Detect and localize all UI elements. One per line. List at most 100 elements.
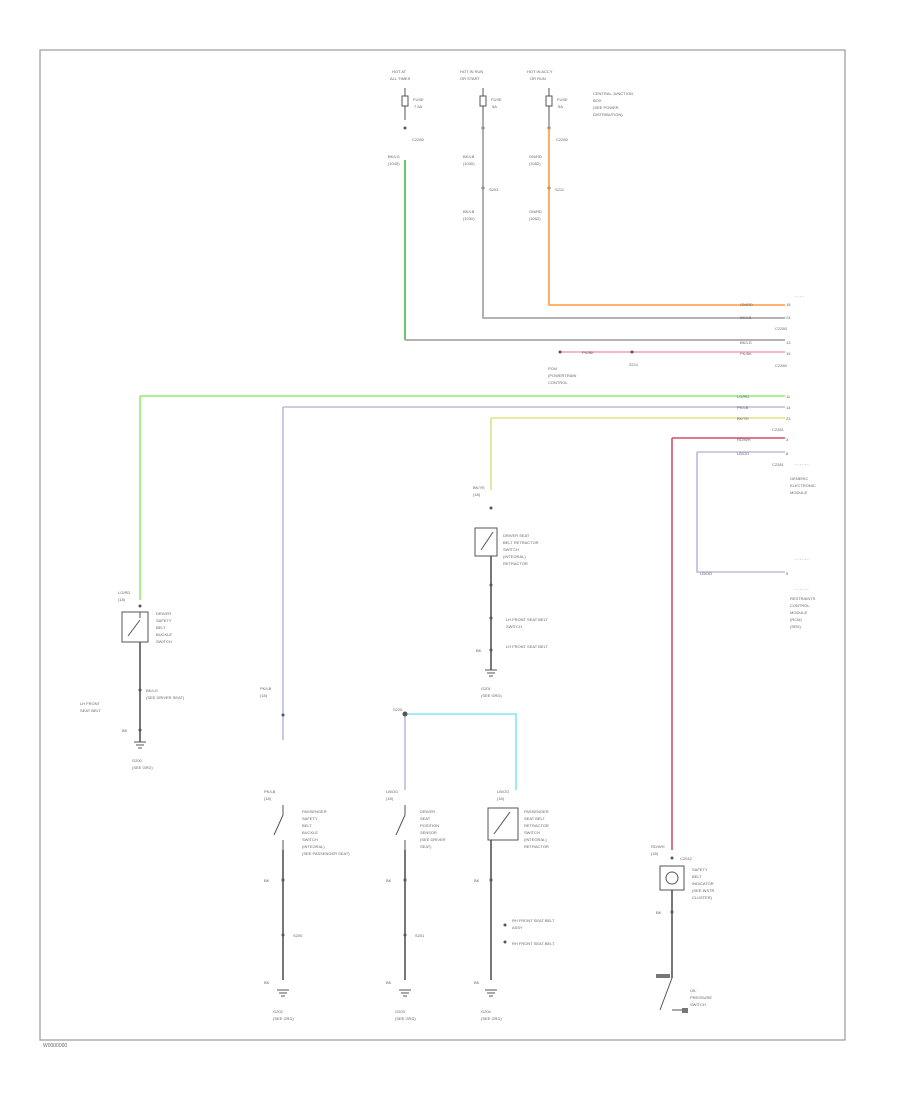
svg-text:S203: S203 bbox=[489, 187, 499, 192]
cyan-wire bbox=[405, 713, 517, 790]
svg-text:FUSE: FUSE bbox=[557, 97, 568, 102]
svg-text:SEAT BELT: SEAT BELT bbox=[524, 816, 545, 821]
svg-text:- - - - - -: - - - - - - bbox=[795, 461, 809, 466]
svg-text:CONTROL: CONTROL bbox=[548, 380, 568, 385]
svg-text:MODULE: MODULE bbox=[790, 610, 807, 615]
svg-text:18: 18 bbox=[786, 302, 791, 307]
svg-text:ELECTRONIC: ELECTRONIC bbox=[790, 483, 816, 488]
svg-text:BK: BK bbox=[474, 980, 480, 985]
passenger-buckle-switch: PK/LB (18) PK/LB (18) PASSENGER SAFETY B… bbox=[260, 686, 350, 1021]
svg-text:LB/OG: LB/OG bbox=[497, 789, 509, 794]
svg-text:BOX: BOX bbox=[593, 98, 602, 103]
svg-text:ASSY: ASSY bbox=[512, 925, 523, 930]
svg-text:(SEE PASSENGER SEAT): (SEE PASSENGER SEAT) bbox=[302, 851, 350, 856]
svg-text:(1030): (1030) bbox=[463, 161, 475, 166]
diagram-code: W0000000 bbox=[43, 1043, 68, 1049]
svg-text:(18): (18) bbox=[118, 597, 126, 602]
svg-text:(SEE GRD): (SEE GRD) bbox=[481, 1016, 502, 1021]
svg-text:LB/OG: LB/OG bbox=[386, 789, 398, 794]
svg-text:(INTEGRAL): (INTEGRAL) bbox=[302, 844, 325, 849]
svg-text:BK: BK bbox=[476, 648, 482, 653]
svg-text:3: 3 bbox=[786, 437, 789, 442]
passenger-retractor-switch: LB/OG (18) PASSENGER SEAT BELT RETRACTOR… bbox=[474, 789, 555, 1021]
svg-text:S201: S201 bbox=[415, 933, 425, 938]
svg-text:MODULE: MODULE bbox=[790, 490, 807, 495]
svg-text:S225: S225 bbox=[393, 707, 403, 712]
svg-text:(SEE DRIVER SEAT): (SEE DRIVER SEAT) bbox=[146, 695, 185, 700]
svg-text:LG/RD: LG/RD bbox=[737, 394, 749, 399]
svg-text:8: 8 bbox=[786, 451, 789, 456]
svg-text:OR START: OR START bbox=[460, 76, 480, 81]
svg-text:(SEE GRD): (SEE GRD) bbox=[481, 693, 502, 698]
svg-text:- - - -: - - - - bbox=[795, 293, 804, 298]
svg-text:SAFETY: SAFETY bbox=[302, 816, 318, 821]
svg-text:BK/LG: BK/LG bbox=[146, 688, 158, 693]
svg-text:BK: BK bbox=[656, 910, 662, 915]
svg-text:SEAT): SEAT) bbox=[420, 844, 432, 849]
svg-text:OR RUN: OR RUN bbox=[530, 76, 546, 81]
svg-text:POSITION: POSITION bbox=[420, 823, 439, 828]
svg-text:13: 13 bbox=[786, 340, 791, 345]
svg-text:G201: G201 bbox=[481, 686, 492, 691]
svg-text:BK: BK bbox=[264, 980, 270, 985]
svg-text:BK/LG: BK/LG bbox=[388, 154, 400, 159]
svg-text:G202: G202 bbox=[273, 1009, 284, 1014]
svg-text:BUCKLE: BUCKLE bbox=[302, 830, 318, 835]
svg-text:DRIVER SEAT: DRIVER SEAT bbox=[503, 533, 530, 538]
diagram-frame bbox=[39, 49, 846, 1041]
svg-text:CENTRAL JUNCTION: CENTRAL JUNCTION bbox=[593, 91, 633, 96]
svg-text:C2042: C2042 bbox=[680, 856, 693, 861]
svg-text:(18): (18) bbox=[386, 796, 394, 801]
svg-text:PK/LB: PK/LB bbox=[264, 789, 276, 794]
svg-text:PK/BK: PK/BK bbox=[582, 350, 594, 355]
svg-text:24: 24 bbox=[786, 315, 791, 320]
svg-text:LH FRONT SEAT BELT: LH FRONT SEAT BELT bbox=[506, 644, 548, 649]
svg-text:(POWERTRAIN: (POWERTRAIN bbox=[548, 373, 576, 378]
svg-text:SWITCH: SWITCH bbox=[506, 624, 522, 629]
bus-connector-labels: LG/RD PK/LB BK/YE 11 14 23 C2281 RD/WH L… bbox=[700, 394, 816, 629]
svg-text:(INTEGRAL): (INTEGRAL) bbox=[503, 554, 526, 559]
svg-text:CONTROL: CONTROL bbox=[790, 603, 810, 608]
svg-text:BELT: BELT bbox=[302, 823, 312, 828]
yellow-wire bbox=[490, 417, 785, 490]
svg-text:BK/YE: BK/YE bbox=[473, 485, 485, 490]
svg-text:7.5A: 7.5A bbox=[414, 104, 423, 109]
svg-text:BELT: BELT bbox=[692, 874, 702, 879]
svg-text:HOT IN ACCY: HOT IN ACCY bbox=[527, 69, 553, 74]
svg-text:OIL: OIL bbox=[690, 988, 697, 993]
svg-text:G204: G204 bbox=[481, 1009, 492, 1014]
svg-text:HOT IN RUN: HOT IN RUN bbox=[460, 69, 483, 74]
svg-text:PCM: PCM bbox=[548, 366, 557, 371]
svg-text:GN/RD: GN/RD bbox=[529, 209, 542, 214]
svg-text:PK/LB: PK/LB bbox=[737, 405, 749, 410]
svg-text:C2280: C2280 bbox=[556, 137, 569, 142]
svg-text:SWITCH: SWITCH bbox=[156, 639, 172, 644]
svg-text:SEAT: SEAT bbox=[420, 816, 431, 821]
svg-text:5: 5 bbox=[786, 571, 789, 576]
svg-text:- - - - - -: - - - - - - bbox=[795, 556, 809, 561]
svg-text:BK/YE: BK/YE bbox=[737, 416, 749, 421]
svg-text:BK: BK bbox=[386, 878, 392, 883]
svg-text:SAFETY: SAFETY bbox=[692, 867, 708, 872]
svg-text:BK/LG: BK/LG bbox=[740, 340, 752, 345]
svg-text:(SRS): (SRS) bbox=[790, 624, 802, 629]
svg-text:(18): (18) bbox=[260, 693, 268, 698]
svg-text:(1045): (1045) bbox=[388, 161, 400, 166]
svg-text:(1052): (1052) bbox=[529, 161, 541, 166]
svg-text:(18): (18) bbox=[473, 492, 481, 497]
svg-text:BELT RETRACTOR: BELT RETRACTOR bbox=[503, 540, 539, 545]
svg-text:23: 23 bbox=[786, 416, 791, 421]
svg-text:RH FRONT SEAT BELT: RH FRONT SEAT BELT bbox=[512, 941, 555, 946]
svg-text:G200: G200 bbox=[132, 758, 143, 763]
svg-text:- - - - - -: - - - - - - bbox=[795, 586, 809, 591]
svg-text:SWITCH: SWITCH bbox=[302, 837, 318, 842]
svg-text:BK/LB: BK/LB bbox=[463, 209, 475, 214]
lavender-wire bbox=[282, 406, 785, 740]
svg-text:BK: BK bbox=[122, 728, 128, 733]
svg-text:RETRACTOR: RETRACTOR bbox=[524, 823, 549, 828]
svg-text:PASSENGER: PASSENGER bbox=[302, 809, 327, 814]
fuse-group: HOT AT ALL TIMES HOT IN RUN OR START HOT… bbox=[388, 69, 633, 221]
svg-text:SEAT BELT: SEAT BELT bbox=[80, 708, 101, 713]
red-wire bbox=[671, 437, 785, 850]
